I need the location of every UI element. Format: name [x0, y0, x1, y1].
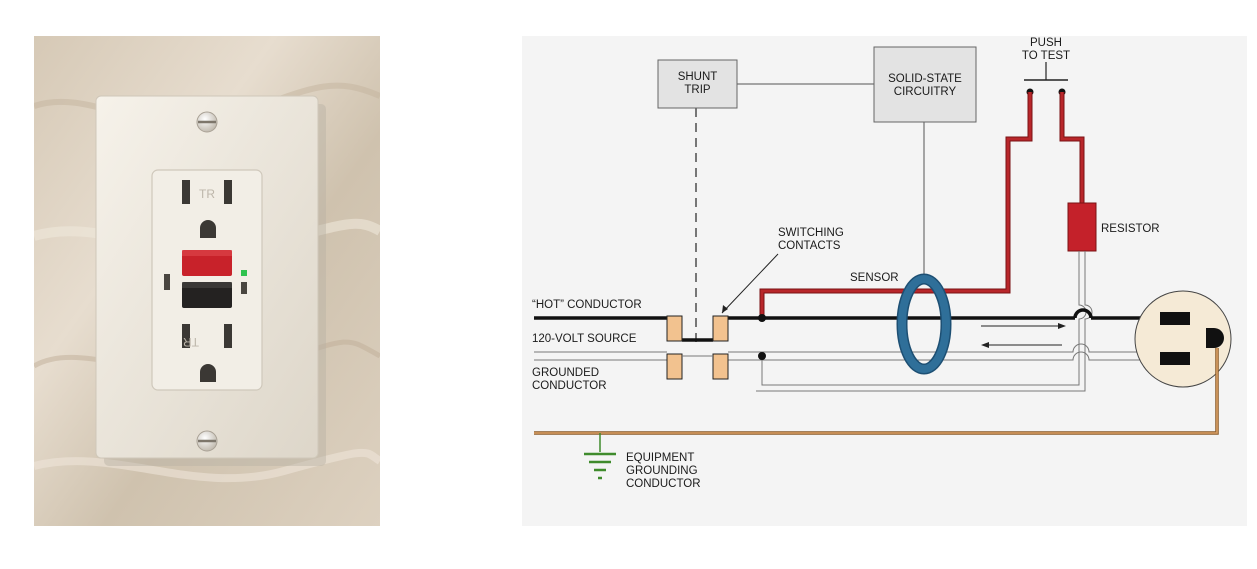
- solid-state-label-2: CIRCUITRY: [894, 86, 957, 98]
- gfci-circuit-diagram: SHUNT TRIP SOLID-STATE CIRCUITRY PUSH TO…: [522, 36, 1247, 526]
- status-light: [241, 270, 247, 276]
- push-label: PUSH: [1030, 37, 1062, 49]
- outlet-bottom: TR: [182, 324, 232, 382]
- equipment-grounding-label-2: GROUNDING: [626, 465, 698, 477]
- grounded-conductor-label-1: GROUNDED: [532, 367, 599, 379]
- reset-button: [182, 282, 232, 308]
- sensor-label: SENSOR: [850, 272, 899, 284]
- equipment-grounding-conductor: EQUIPMENT GROUNDING CONDUCTOR: [534, 348, 1219, 490]
- solid-state-circuitry-box: SOLID-STATE CIRCUITRY: [873, 46, 977, 123]
- solid-state-label-1: SOLID-STATE: [888, 73, 962, 85]
- equipment-grounding-label-1: EQUIPMENT: [626, 452, 694, 464]
- to-test-label: TO TEST: [1022, 50, 1070, 62]
- resistor-label: RESISTOR: [1101, 223, 1160, 235]
- switching-label-1: SWITCHING: [778, 227, 844, 239]
- shunt-trip-label-2: TRIP: [684, 84, 711, 96]
- switching-label-2: CONTACTS: [778, 240, 841, 252]
- grounded-conductor-label-2: CONDUCTOR: [532, 380, 607, 392]
- equipment-grounding-label-3: CONDUCTOR: [626, 478, 701, 490]
- sensor-coil: SENSOR: [850, 272, 952, 375]
- switching-contacts: SWITCHING CONTACTS: [666, 227, 844, 380]
- tr-mark-bottom: TR: [183, 335, 199, 349]
- receptacle-face: TR TR: [151, 169, 263, 391]
- side-slot-right: [241, 282, 247, 294]
- resistor: RESISTOR: [1067, 202, 1160, 252]
- outlet-top: TR: [182, 180, 232, 238]
- receptacle-symbol: [1134, 290, 1232, 388]
- resistor-return-path: [756, 251, 1093, 392]
- source-label: 120-VOLT SOURCE: [532, 333, 637, 345]
- test-button: [182, 250, 232, 276]
- shunt-trip-box: SHUNT TRIP: [657, 59, 738, 109]
- screw-bottom: [196, 430, 218, 452]
- screw-top: [196, 111, 218, 133]
- gfci-receptacle-photo: TR TR: [34, 36, 380, 526]
- side-slot-left: [164, 274, 170, 290]
- shunt-trip-label-1: SHUNT: [678, 71, 718, 83]
- grounded-conductor: [534, 343, 1165, 361]
- current-arrows: [981, 323, 1066, 348]
- test-circuit-wires: [759, 92, 1085, 318]
- tr-mark-top: TR: [199, 187, 215, 201]
- hot-conductor-label: “HOT” CONDUCTOR: [532, 299, 642, 311]
